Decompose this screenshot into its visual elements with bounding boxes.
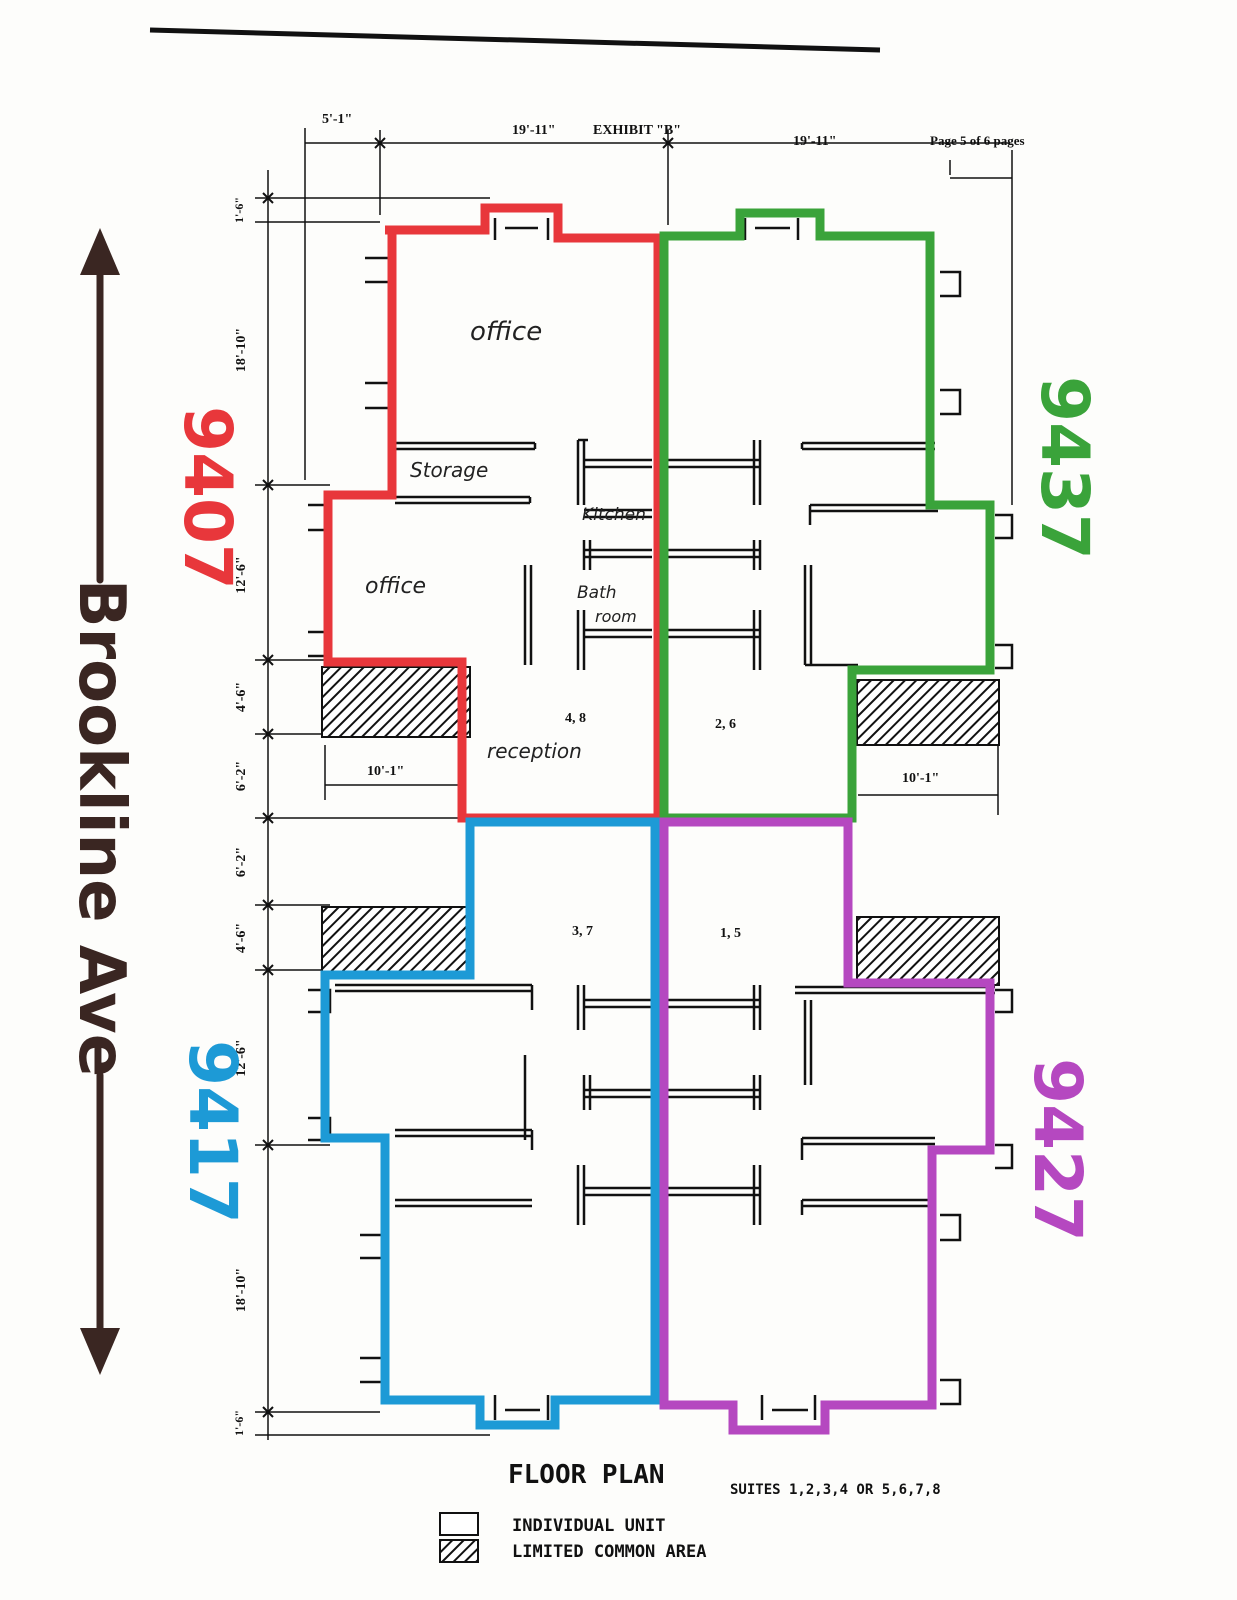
room-label-bath: Bath [577,583,617,603]
room-label-kitchen: Kitchen [582,505,646,525]
lca-hatch-9417 [321,906,471,974]
unit-number-9437: 9437 [1026,376,1103,560]
dim-left-3: 12'-6" [234,556,249,593]
page-note: Page 5 of 6 pages [930,133,1025,148]
street-name-label: Brookline Ave [64,579,138,1077]
floor-plan-title: FLOOR PLAN [508,1460,665,1490]
room-label-room: room [595,607,637,626]
room-label-office-mid: office [365,574,426,599]
room-label-storage: Storage [410,458,488,482]
dim-left-8: 12'-6" [234,1039,249,1076]
legend-lca-swatch [439,1539,479,1563]
dim-left-1: 1'-6" [232,197,246,223]
arrow-up-icon [80,228,120,275]
unit-outline-9417 [320,817,660,1430]
suite-number-9407: 4, 8 [565,711,586,726]
exhibit-label: EXHIBIT "B" [593,123,681,138]
dim-left-6: 6'-2" [234,847,249,877]
floor-plan-suites: SUITES 1,2,3,4 OR 5,6,7,8 [730,1482,941,1498]
dim-left-9: 18'-10" [234,1268,249,1312]
dimension-lines [255,128,1013,1440]
scan-edge-line [149,27,881,53]
unit-number-9407: 9407 [169,406,246,590]
room-label-office-top: office [470,317,542,347]
dim-left-2: 18'-10" [234,328,249,372]
lca-hatch-9427 [856,916,1000,986]
room-label-reception: reception [487,739,582,763]
suite-number-9437: 2, 6 [715,717,736,732]
dim-top-left: 5'-1" [322,112,352,127]
legend-individual-swatch [439,1512,479,1536]
lca-hatch-9437 [856,679,1000,746]
dim-left-10: 1'-6" [232,1410,246,1436]
suite-number-9417: 3, 7 [572,924,593,939]
dim-left-7: 4'-6" [234,923,249,953]
dim-left-5: 6'-2" [234,761,249,791]
suite-number-9427: 1, 5 [720,926,741,941]
dim-lca-left: 10'-1" [367,764,404,779]
legend-individual-label: INDIVIDUAL UNIT [512,1516,666,1536]
dim-lca-right: 10'-1" [902,771,939,786]
lca-hatch-9407 [321,666,471,738]
dim-left-4: 4'-6" [234,682,249,712]
unit-outline-9427 [659,817,995,1435]
dimension-ticks [262,137,674,1418]
dim-top-mid: 19'-11" [512,123,556,138]
legend-lca-label: LIMITED COMMON AREA [512,1542,706,1562]
arrow-down-icon [80,1328,120,1375]
unit-number-9427: 9427 [1019,1058,1096,1242]
unit-number-9417: 9417 [174,1040,251,1224]
dim-top-right: 19'-11" [793,134,837,149]
